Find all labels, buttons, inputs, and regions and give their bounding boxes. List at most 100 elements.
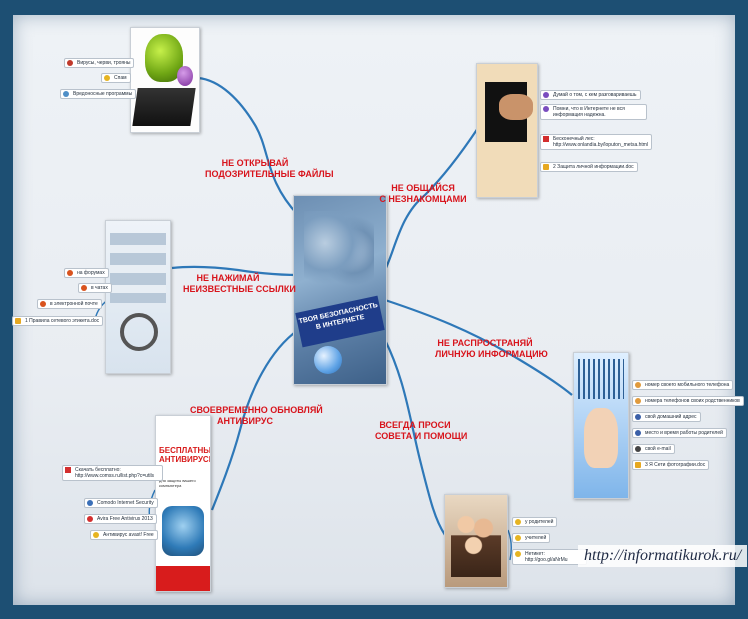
- phone-icon: [635, 382, 641, 388]
- smiley-icon: [515, 551, 521, 557]
- leaf-advice-3[interactable]: Нетикет: http://goo.gl/aNrMu: [512, 549, 587, 565]
- book-footer-bar: [156, 566, 210, 591]
- site-watermark: http://informatikurok.ru/: [578, 545, 748, 567]
- search-magnifier-icon: [120, 313, 158, 351]
- leaf-files-3-label: Вредоносные программы: [73, 91, 133, 97]
- book-title: БЕСПЛАТНЫЕ АНТИВИРУСЫ: [159, 446, 211, 464]
- flag-icon: [65, 467, 71, 473]
- branch-label-strangers: НЕ ОБЩАЙСЯ С НЕЗНАКОМЦАМИ: [378, 183, 468, 205]
- center-photo-figures: [304, 211, 374, 291]
- branch-personal-line2: ЛИЧНУЮ ИНФОРМАЦИЮ: [435, 349, 548, 359]
- leaf-personal-3-label: свой домашний адрес: [645, 414, 697, 420]
- leaf-antivirus-1-label: Скачать бесплатно: http://www.comss.ru/l…: [75, 467, 155, 479]
- star-icon: [87, 500, 93, 506]
- phone-icon: [635, 398, 641, 404]
- leaf-antivirus-3[interactable]: Avira Free Antivirus 2013: [84, 514, 157, 524]
- smiley-icon: [515, 535, 521, 541]
- branch-label-personal: НЕ РАСПРОСТРАНЯЙ ЛИЧНУЮ ИНФОРМАЦИЮ: [435, 338, 548, 360]
- leaf-files-2-label: Спам: [114, 75, 127, 81]
- leaf-personal-4-label: место и время работы родителей: [645, 430, 723, 436]
- bullet-icon: [81, 285, 87, 291]
- hand-icon: [499, 94, 533, 120]
- leaf-links-4[interactable]: 1 Правила сетевого этикета.doc: [12, 316, 104, 326]
- star-icon: [543, 106, 549, 112]
- leaf-personal-6-label: 3 Я Сети фотографии.doc: [645, 462, 706, 468]
- leaf-personal-3[interactable]: свой домашний адрес: [632, 412, 701, 422]
- thumb-family-photo: [444, 494, 508, 588]
- center-title-banner: ТВОЯ БЕЗОПАСНОСТЬ В ИНТЕРНЕТЕ: [295, 295, 385, 348]
- document-icon: [15, 318, 21, 324]
- leaf-antivirus-4-label: Антивирус avast! Free: [103, 532, 154, 538]
- branch-label-antivirus: СВОЕВРЕМЕННО ОБНОВЛЯЙ АНТИВИРУС: [190, 405, 323, 427]
- leaf-links-3-label: в электронной почте: [50, 301, 98, 307]
- leaf-personal-6[interactable]: 3 Я Сети фотографии.doc: [632, 460, 710, 470]
- center-image: ТВОЯ БЕЗОПАСНОСТЬ В ИНТЕРНЕТЕ: [293, 195, 387, 385]
- bullet-icon: [104, 75, 110, 81]
- thumb-hand-screen: [476, 63, 538, 198]
- leaf-personal-1[interactable]: номер своего мобильного телефона: [632, 380, 734, 390]
- connector-files: [197, 76, 299, 216]
- thumb-virus-laptop: [130, 27, 200, 133]
- leaf-antivirus-4[interactable]: Антивирус avast! Free: [90, 530, 158, 540]
- leaf-personal-2[interactable]: номера телефонов своих родственников: [632, 396, 744, 406]
- star-icon: [543, 92, 549, 98]
- leaf-antivirus-1[interactable]: Скачать бесплатно: http://www.comss.ru/l…: [62, 465, 163, 481]
- bullet-icon: [67, 60, 73, 66]
- connector-strangers: [384, 127, 479, 271]
- mail-icon: [635, 446, 641, 452]
- leaf-antivirus-3-label: Avira Free Antivirus 2013: [97, 516, 153, 522]
- leaf-strangers-1[interactable]: Думай о том, с кем разговариваешь: [540, 90, 641, 100]
- leaf-links-1[interactable]: на форумах: [64, 268, 109, 278]
- leaf-strangers-3[interactable]: Бесконечный лес: http://www.onlandia.by/…: [540, 134, 652, 150]
- globe-icon: [314, 346, 342, 374]
- leaf-personal-1-label: номер своего мобильного телефона: [645, 382, 730, 388]
- bullet-icon: [67, 270, 73, 276]
- thumb-antivirus-book: БЕСПЛАТНЫЕ АНТИВИРУСЫ для защиты вашего …: [155, 415, 211, 592]
- bullet-icon: [40, 301, 46, 307]
- leaf-files-1-label: Вирусы, черви, трояны: [77, 60, 131, 66]
- leaf-files-3[interactable]: Вредоносные программы: [60, 89, 137, 99]
- connector-personal: [384, 298, 573, 396]
- robot-icon: [162, 506, 204, 556]
- purple-virus-icon: [177, 66, 193, 86]
- leaf-links-4-label: 1 Правила сетевого этикета.doc: [25, 318, 100, 324]
- branch-antivirus-line1: СВОЕВРЕМЕННО ОБНОВЛЯЙ: [190, 405, 323, 415]
- connector-advice: [384, 339, 446, 536]
- leaf-personal-2-label: номера телефонов своих родственников: [645, 398, 740, 404]
- branch-files-line1: НЕ ОТКРЫВАЙ: [221, 158, 289, 168]
- virus-monster-icon: [145, 34, 183, 82]
- leaf-strangers-3-label: Бесконечный лес: http://www.onlandia.by/…: [553, 136, 649, 148]
- smiley-icon: [515, 519, 521, 525]
- leaf-antivirus-2[interactable]: Comodo Internet Security: [84, 498, 158, 508]
- leaf-links-3[interactable]: в электронной почте: [37, 299, 102, 309]
- leaf-strangers-4[interactable]: 2 Защита личной информации.doc: [540, 162, 638, 172]
- branch-links-line1: НЕ НАЖИМАЙ: [196, 273, 260, 283]
- leaf-files-2[interactable]: Спам: [101, 73, 131, 83]
- connector-links: [171, 265, 299, 277]
- leaf-links-2[interactable]: в чатах: [78, 283, 112, 293]
- close-icon: [635, 430, 641, 436]
- leaf-links-1-label: на форумах: [77, 270, 105, 276]
- branch-files-line2: ПОДОЗРИТЕЛЬНЫЕ ФАЙЛЫ: [205, 169, 334, 179]
- flag-icon: [543, 136, 549, 142]
- branch-strangers-line1: НЕ ОБЩАЙСЯ: [391, 183, 455, 193]
- leaf-personal-5[interactable]: свой e-mail: [632, 444, 675, 454]
- branch-strangers-line2: С НЕЗНАКОМЦАМИ: [379, 194, 467, 204]
- leaf-advice-1[interactable]: у родителей: [512, 517, 558, 527]
- leaf-strangers-2-label: Помни, что в Интернете не вся информация…: [553, 106, 625, 118]
- document-icon: [635, 462, 641, 468]
- leaf-personal-4[interactable]: место и время работы родителей: [632, 428, 727, 438]
- leaf-strangers-1-label: Думай о том, с кем разговариваешь: [553, 92, 637, 98]
- leaf-advice-2-label: учителей: [525, 535, 547, 541]
- leaf-strangers-2[interactable]: Помни, что в Интернете не вся информация…: [540, 104, 647, 120]
- address-bar-graphic: [110, 233, 166, 303]
- branch-advice-line1: ВСЕГДА ПРОСИ: [379, 420, 451, 430]
- leaf-advice-2[interactable]: учителей: [512, 533, 551, 543]
- star-icon: [87, 516, 93, 522]
- branch-personal-line1: НЕ РАСПРОСТРАНЯЙ: [437, 338, 533, 348]
- leaf-files-1[interactable]: Вирусы, черви, трояны: [64, 58, 135, 68]
- document-icon: [543, 164, 549, 170]
- connector-leaves-advice: [507, 529, 513, 561]
- branch-label-advice: ВСЕГДА ПРОСИ СОВЕТА И ПОМОЩИ: [375, 420, 467, 442]
- branch-links-line2: НЕИЗВЕСТНЫЕ ССЫЛКИ: [183, 284, 296, 294]
